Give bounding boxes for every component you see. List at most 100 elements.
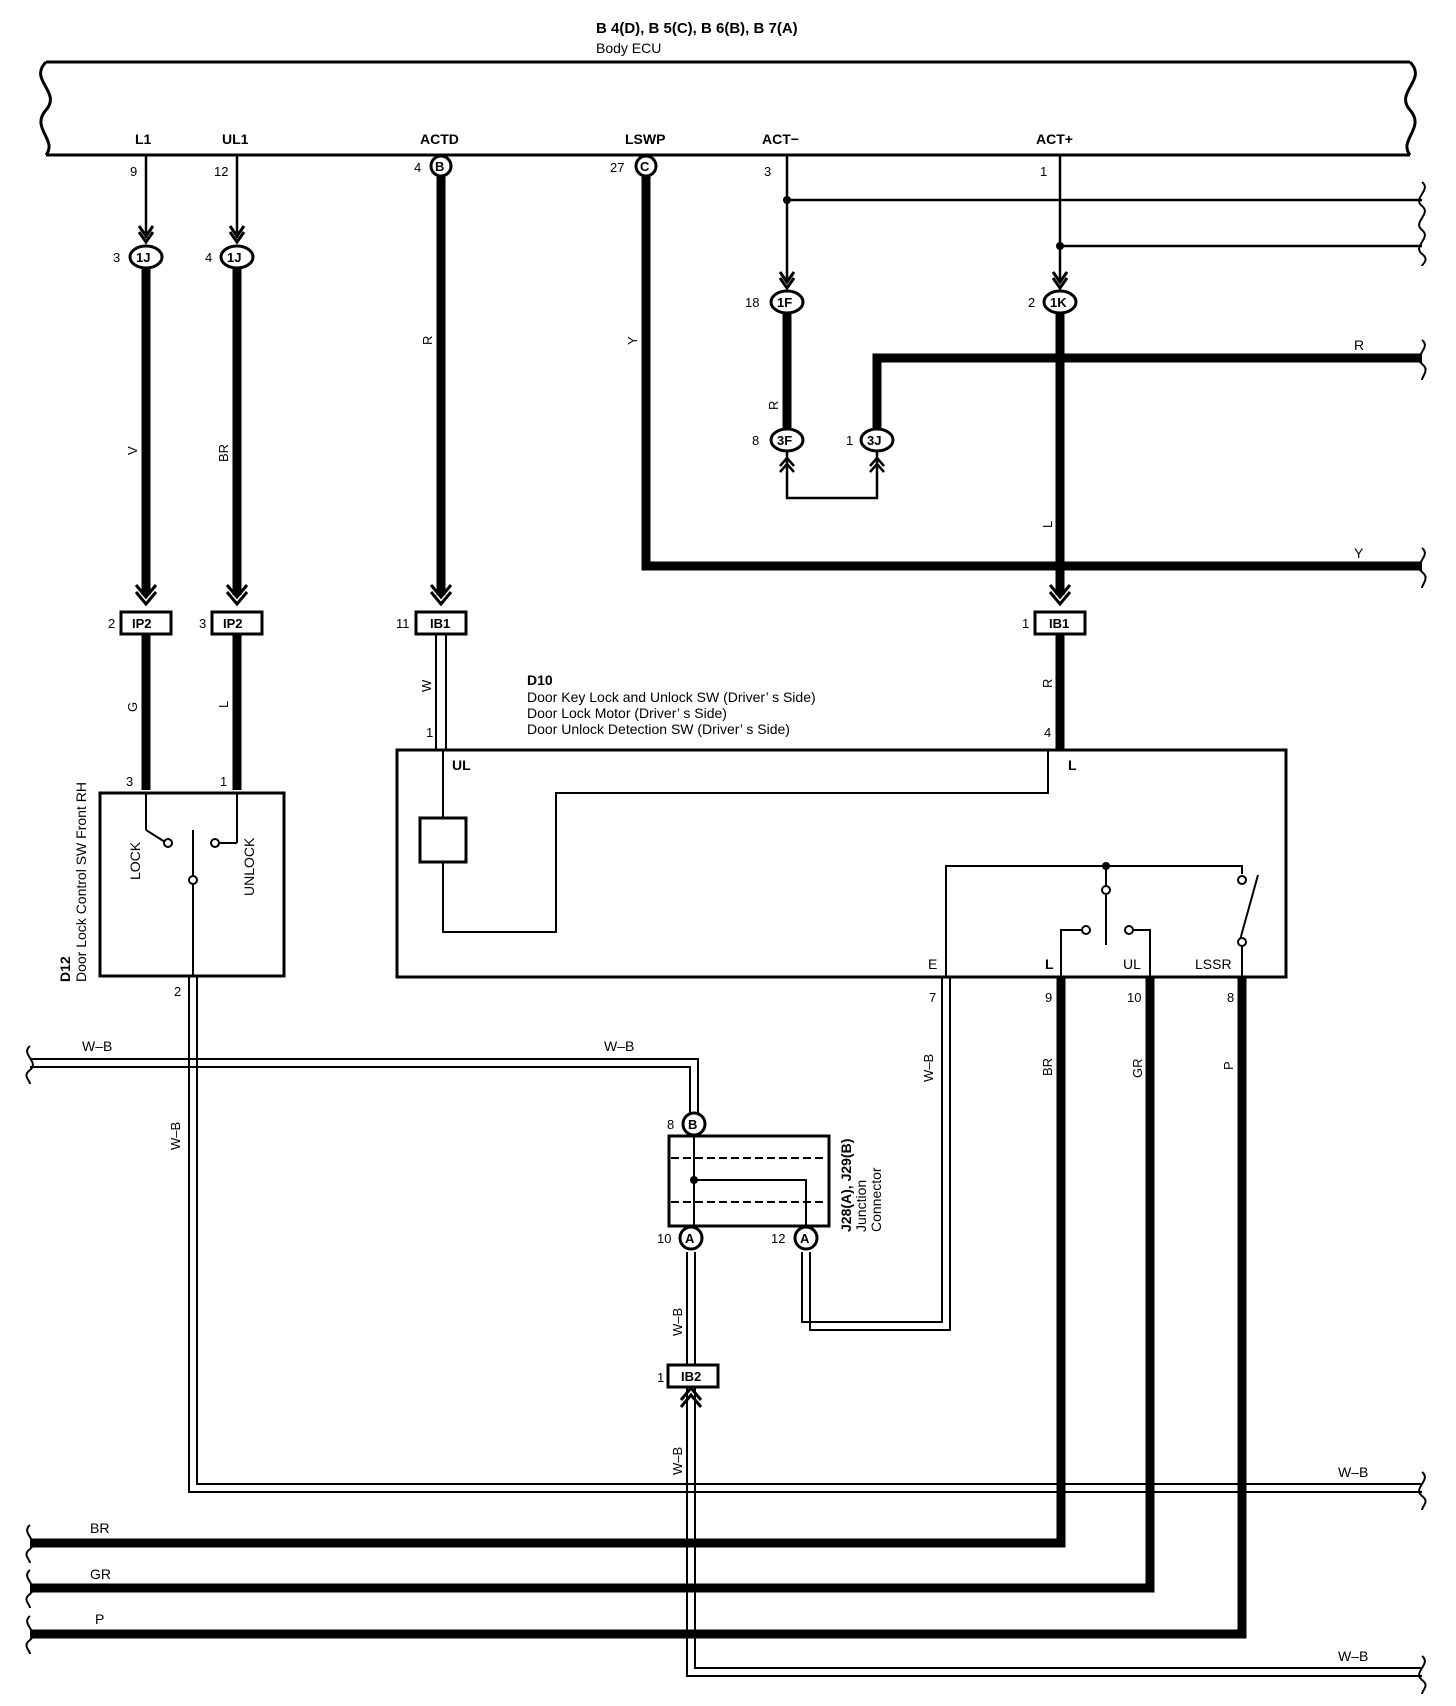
- ecu-pin-actd: 4: [414, 160, 421, 175]
- wire-break-mark: [1418, 547, 1427, 589]
- svg-text:2: 2: [1028, 295, 1035, 310]
- d10-pin-lssr: 8: [1227, 990, 1234, 1005]
- svg-text:11: 11: [396, 616, 410, 631]
- wire-wb-network: [30, 976, 1422, 1677]
- wire-break-mark: [1418, 1471, 1427, 1511]
- ecu-pin-l1: 9: [130, 164, 137, 179]
- svg-text:LOCK: LOCK: [127, 841, 143, 880]
- wire-label-l: L: [1040, 521, 1055, 528]
- wire-label-v: V: [125, 446, 140, 455]
- connector-ip2-b: 3 IP2: [199, 610, 264, 636]
- svg-text:1: 1: [1022, 616, 1029, 631]
- svg-text:Connector: Connector: [868, 1167, 884, 1232]
- d10-box: UL L E L UL LSSR: [395, 748, 1288, 979]
- d12-switch: 3 1 LOCK UNLOCK D12 Door Lock Control SW…: [57, 774, 286, 999]
- connector-ib2: 1 IB2: [657, 1363, 720, 1389]
- wire-label-r-right: R: [1354, 337, 1364, 353]
- svg-text:10: 10: [657, 1231, 671, 1246]
- wire-label-r: R: [420, 336, 435, 345]
- svg-text:B: B: [688, 1117, 697, 1132]
- svg-text:3: 3: [126, 774, 133, 789]
- svg-text:Door Lock Control SW Front RH: Door Lock Control SW Front RH: [73, 782, 89, 982]
- connector-ip2-a: 2 IP2: [108, 610, 173, 636]
- d10-pin-ul: 10: [1127, 990, 1141, 1005]
- junction-3f: 8 3F: [752, 427, 805, 453]
- svg-text:D10: D10: [527, 672, 553, 688]
- d10-label: D10 Door Key Lock and Unlock SW (Driver’…: [426, 672, 1051, 740]
- junction-1j-right: 4 1J: [205, 244, 255, 270]
- body-ecu-box: [39, 60, 1417, 157]
- svg-text:4: 4: [1044, 725, 1051, 740]
- svg-text:Door Unlock Detection SW (Driv: Door Unlock Detection SW (Driver’ s Side…: [527, 721, 790, 737]
- ecu-connector-c-label: C: [640, 159, 650, 174]
- svg-text:D12: D12: [57, 956, 73, 982]
- wire-label-y-right: Y: [1354, 545, 1364, 561]
- svg-text:3: 3: [113, 250, 120, 265]
- junction-3j: 1 3J: [846, 427, 895, 453]
- wire-break-mark: [25, 1045, 34, 1085]
- svg-text:UL: UL: [1123, 956, 1141, 972]
- wire-label-r-d10: R: [1040, 679, 1055, 688]
- connector-ib1-a: 11 IB1: [396, 610, 468, 636]
- svg-text:J28(A), J29(B): J28(A), J29(B): [838, 1139, 854, 1232]
- ecu-connector-b-label: B: [435, 159, 444, 174]
- arrowhead-ib2: [679, 1385, 703, 1408]
- svg-text:IP2: IP2: [223, 616, 243, 631]
- svg-text:12: 12: [771, 1231, 785, 1246]
- ecu-connector-codes: B 4(D), B 5(C), B 6(B), B 7(A): [596, 20, 798, 37]
- svg-text:IP2: IP2: [132, 616, 152, 631]
- svg-text:IB2: IB2: [681, 1369, 701, 1384]
- wire-y-lswp: [641, 176, 1422, 571]
- svg-text:2: 2: [108, 616, 115, 631]
- wire-label-p-bus: P: [95, 1611, 104, 1627]
- ecu-terminal-act-plus: ACT+: [1036, 131, 1073, 147]
- svg-text:8: 8: [667, 1117, 674, 1132]
- wire-break-mark: [25, 1524, 34, 1564]
- wire-r-right: [872, 353, 1422, 428]
- wire-break-mark: [1418, 1655, 1427, 1695]
- d10-pin-e: 7: [929, 990, 936, 1005]
- wire-label-wb-ib2: W–B: [670, 1447, 685, 1475]
- svg-text:2: 2: [174, 984, 181, 999]
- ecu-terminal-lswp: LSWP: [625, 131, 665, 147]
- d10-pin-l: 9: [1045, 990, 1052, 1005]
- junction-1f: 18 1F: [745, 289, 805, 315]
- svg-text:18: 18: [745, 295, 759, 310]
- junction-1k: 2 1K: [1028, 289, 1078, 315]
- wire-label-gr-lower: GR: [1130, 1059, 1145, 1079]
- svg-text:3F: 3F: [777, 433, 792, 448]
- splice-dot: [783, 196, 791, 204]
- svg-text:4: 4: [205, 250, 212, 265]
- wire-break-mark: [1418, 339, 1427, 381]
- svg-text:1J: 1J: [136, 250, 150, 265]
- svg-text:Door Lock Motor (Driver’ s Sid: Door Lock Motor (Driver’ s Side): [527, 705, 727, 721]
- svg-text:A: A: [685, 1231, 695, 1246]
- svg-text:1K: 1K: [1050, 295, 1067, 310]
- svg-text:1J: 1J: [227, 250, 241, 265]
- svg-text:Door Key Lock and Unlock SW (D: Door Key Lock and Unlock SW (Driver’ s S…: [527, 689, 816, 705]
- wire-label-wb-mid: W–B: [604, 1038, 634, 1054]
- wire-label-wb-left: W–B: [82, 1038, 112, 1054]
- wire-gr-lower: [30, 977, 1155, 1593]
- svg-text:3J: 3J: [867, 433, 881, 448]
- ecu-terminal-actd: ACTD: [420, 131, 459, 147]
- svg-text:UL: UL: [452, 757, 471, 773]
- wire-break-mark: [1418, 181, 1427, 267]
- ecu-pin-act-plus: 1: [1040, 164, 1047, 179]
- wire-br-lower: [30, 977, 1066, 1548]
- arrowheads-mid: [134, 584, 1072, 607]
- junction-1j-left: 3 1J: [113, 244, 164, 270]
- short-pin-3f-3j: [779, 452, 885, 500]
- ecu-pin-ul1: 12: [214, 164, 228, 179]
- wire-break-mark: [25, 1569, 34, 1609]
- svg-text:1: 1: [846, 433, 853, 448]
- svg-text:UNLOCK: UNLOCK: [241, 837, 257, 896]
- svg-text:IB1: IB1: [430, 616, 450, 631]
- svg-text:3: 3: [199, 616, 206, 631]
- wire-label-wb-right1: W–B: [1338, 1464, 1368, 1480]
- splice-dot: [1056, 242, 1064, 250]
- svg-text:8: 8: [752, 433, 759, 448]
- arrowheads-top: [137, 225, 1069, 291]
- svg-text:Junction: Junction: [853, 1180, 869, 1232]
